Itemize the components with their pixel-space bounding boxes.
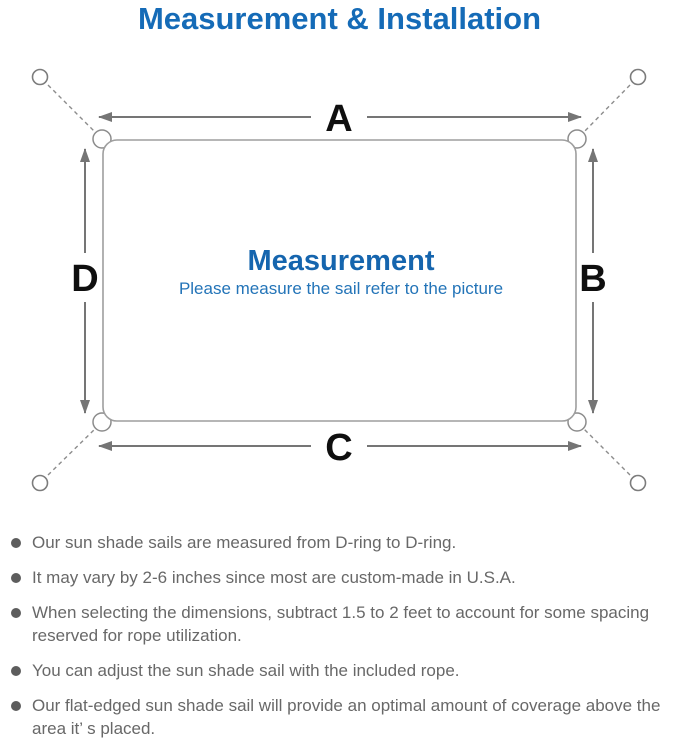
bullet-text: When selecting the dimensions, subtract …: [32, 603, 650, 645]
anchor-ring-bottom-left: [31, 474, 49, 492]
bullet-text: You can adjust the sun shade sail with t…: [32, 661, 460, 680]
dimension-label-c: C: [325, 427, 352, 469]
measurement-diagram: A C D B Measurement Please measure the s…: [0, 55, 679, 515]
center-heading: Measurement: [248, 245, 435, 277]
anchor-ring-top-right: [629, 68, 647, 86]
measurement-diagram-svg: A C D B Measurement Please measure the s…: [31, 68, 647, 492]
list-item: Our sun shade sails are measured from D-…: [8, 531, 673, 554]
bullet-dot-icon: [11, 666, 21, 676]
instruction-bullet-list: Our sun shade sails are measured from D-…: [0, 531, 679, 739]
d-ring-bottom-left-icon: [92, 412, 112, 432]
tether-line-bottom-right: [579, 424, 631, 476]
dimension-label-b: B: [579, 258, 606, 300]
tether-line-top-left: [47, 84, 100, 137]
bullet-dot-icon: [11, 538, 21, 548]
sail-outline: [102, 139, 577, 422]
bullet-dot-icon: [11, 608, 21, 618]
tether-line-bottom-left: [47, 424, 100, 476]
list-item: You can adjust the sun shade sail with t…: [8, 659, 673, 682]
bullet-text: It may vary by 2-6 inches since most are…: [32, 568, 516, 587]
bullet-dot-icon: [11, 573, 21, 583]
list-item: It may vary by 2-6 inches since most are…: [8, 566, 673, 589]
page-title: Measurement & Installation: [137, 1, 542, 36]
dimension-label-d: D: [71, 258, 98, 300]
anchor-ring-top-left: [31, 68, 49, 86]
d-ring-top-right-icon: [567, 129, 587, 149]
d-ring-bottom-right-icon: [567, 412, 587, 432]
bullet-dot-icon: [11, 701, 21, 711]
list-item: When selecting the dimensions, subtract …: [8, 601, 673, 647]
d-ring-top-left-icon: [92, 129, 112, 149]
center-subtitle: Please measure the sail refer to the pic…: [179, 279, 503, 298]
tether-line-top-right: [579, 84, 631, 137]
dimension-label-a: A: [325, 98, 352, 140]
bullet-text: Our flat-edged sun shade sail will provi…: [32, 696, 661, 738]
anchor-ring-bottom-right: [629, 474, 647, 492]
list-item: Our flat-edged sun shade sail will provi…: [8, 694, 673, 739]
bullet-text: Our sun shade sails are measured from D-…: [32, 533, 457, 552]
